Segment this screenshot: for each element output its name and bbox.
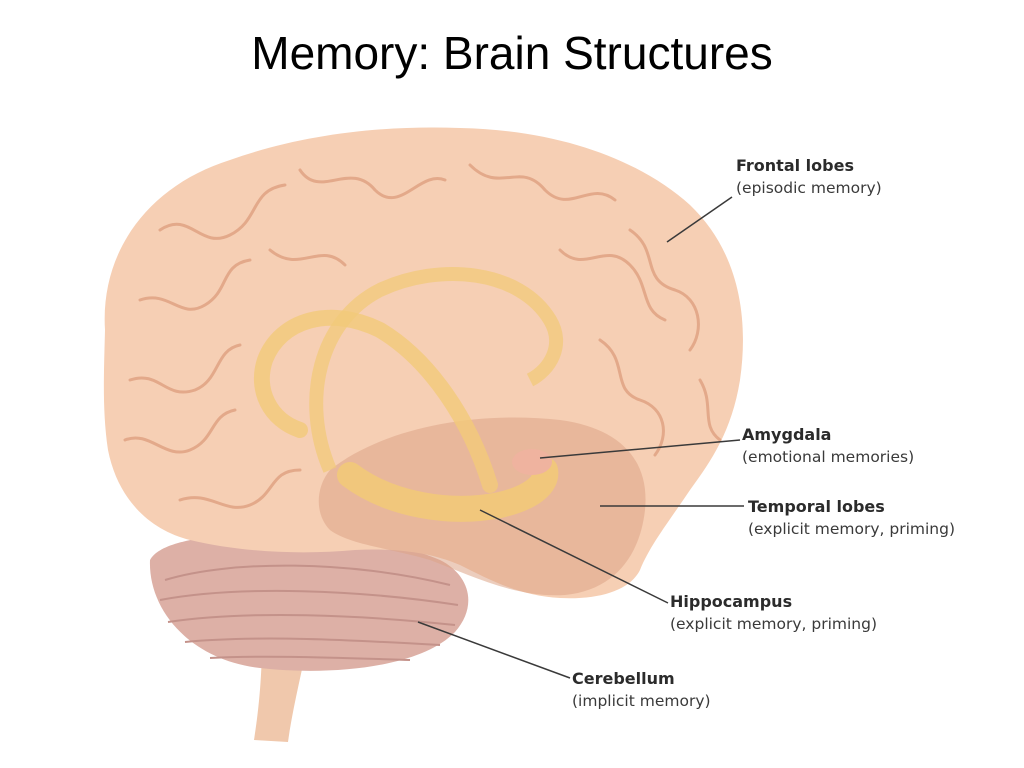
label-cerebellum: Cerebellum (implicit memory): [572, 668, 711, 712]
label-amygdala-desc: (emotional memories): [742, 448, 915, 466]
hippocampus: [337, 457, 559, 522]
label-cerebellum-name: Cerebellum: [572, 669, 675, 688]
cerebellum-folds: [159, 564, 459, 661]
hippocampus-ring: [309, 267, 563, 473]
leader-cerebellum: [417, 621, 571, 679]
label-frontal-lobes: Frontal lobes (episodic memory): [736, 155, 882, 199]
amygdala: [512, 449, 552, 475]
label-amygdala-name: Amygdala: [742, 425, 832, 444]
label-hippocampus-desc: (explicit memory, priming): [670, 615, 878, 633]
cortex-gyri: [123, 163, 722, 509]
label-temporal-lobes: Temporal lobes (explicit memory, priming…: [748, 496, 955, 540]
leader-frontal: [666, 196, 733, 243]
label-temporal-desc: (explicit memory, priming): [748, 520, 956, 538]
label-amygdala: Amygdala (emotional memories): [742, 424, 914, 468]
label-frontal-desc: (episodic memory): [736, 179, 882, 197]
leader-lines: [417, 196, 744, 679]
leader-hippocampus: [479, 509, 669, 604]
label-cerebellum-desc: (implicit memory): [572, 692, 711, 710]
slide-title: Memory: Brain Structures: [251, 27, 773, 79]
label-temporal-name: Temporal lobes: [748, 497, 885, 516]
leader-amygdala: [539, 439, 741, 459]
label-frontal-name: Frontal lobes: [736, 156, 854, 175]
label-hippocampus-name: Hippocampus: [670, 592, 793, 611]
label-hippocampus: Hippocampus (explicit memory, priming): [670, 591, 877, 635]
fornix: [253, 309, 498, 493]
